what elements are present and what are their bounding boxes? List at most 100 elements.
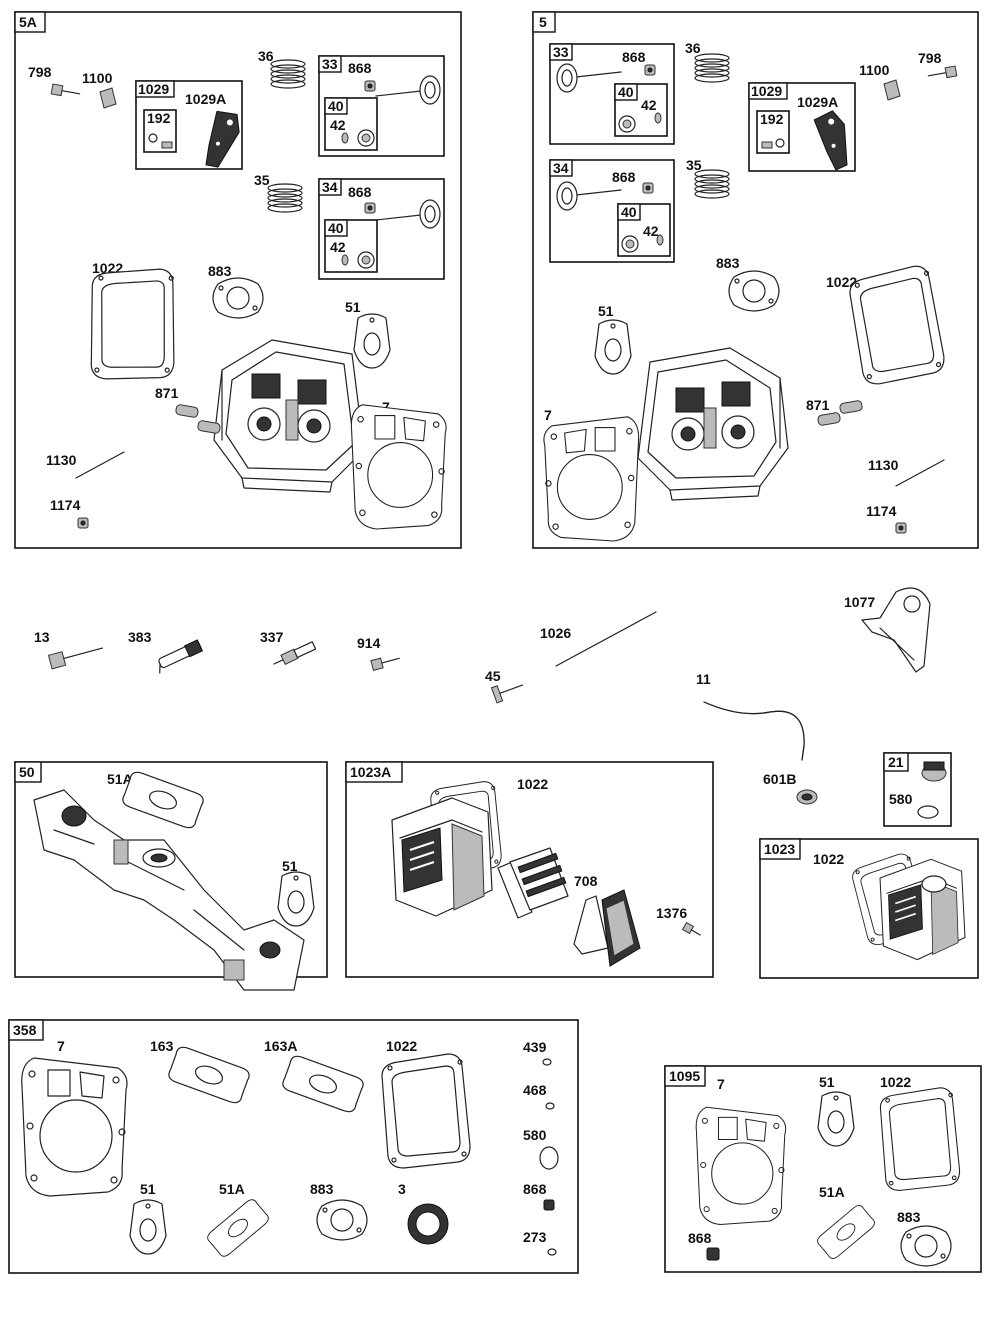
b-label-1174: 1174 [866, 503, 897, 519]
section-50-frame [14, 761, 328, 978]
label-580-section21: 580 [889, 791, 913, 807]
b-label-1100: 1100 [859, 62, 890, 78]
section-1023A: 1023A 1022 708 1376 [345, 761, 714, 978]
label-868-section1095: 868 [688, 1230, 712, 1246]
b-label-36: 36 [685, 40, 701, 56]
label-13: 13 [34, 629, 50, 645]
section-1095-frame [664, 1065, 982, 1273]
b-subassembly-1029-tag: 1029 [751, 83, 782, 99]
label-42-exhaust: 42 [330, 239, 346, 255]
label-708: 708 [574, 873, 598, 889]
label-1022-section1023: 1022 [813, 851, 844, 867]
section-1023A-frame [345, 761, 714, 978]
subassembly-40-tag: 40 [328, 98, 344, 114]
b-label-42: 42 [641, 97, 657, 113]
label-51A-section1095: 51A [819, 1184, 845, 1200]
b-label-42-exhaust: 42 [643, 223, 659, 239]
label-7: 7 [382, 399, 390, 415]
label-883: 883 [208, 263, 232, 279]
label-871: 871 [155, 385, 179, 401]
label-3: 3 [398, 1181, 406, 1197]
label-914: 914 [357, 635, 381, 651]
b-label-868: 868 [622, 49, 646, 65]
b-label-35: 35 [686, 157, 702, 173]
label-868-section358: 868 [523, 1181, 547, 1197]
label-51-section1095: 51 [819, 1074, 835, 1090]
label-7-section358: 7 [57, 1038, 65, 1054]
b-subassembly-33-tag: 33 [553, 44, 569, 60]
b-subassembly-192-tag: 192 [760, 111, 784, 127]
section-21-frame [883, 752, 952, 827]
b-subassembly-40-exhaust-tag: 40 [621, 204, 637, 220]
section-358: 358 7 163 163A 1022 439 468 580 868 273 … [8, 1019, 579, 1274]
b-label-883: 883 [716, 255, 740, 271]
section-1023A-title: 1023A [350, 764, 391, 780]
label-51A-section358: 51A [219, 1181, 245, 1197]
section-21-title: 21 [888, 754, 904, 770]
label-51: 51 [345, 299, 361, 315]
section-1023-title: 1023 [764, 841, 795, 857]
b-subassembly-40-tag: 40 [618, 84, 634, 100]
label-439: 439 [523, 1039, 547, 1055]
section-1095: 1095 7 51 1022 51A 883 868 [664, 1065, 982, 1273]
b-label-7: 7 [544, 407, 552, 423]
b-label-1130: 1130 [868, 457, 899, 473]
section-5-title: 5 [539, 14, 547, 30]
label-883-section358: 883 [310, 1181, 334, 1197]
subassembly-34-tag: 34 [322, 179, 338, 195]
section-5: 5 33 868 40 42 36 1100 798 1029 1029A 19… [532, 11, 979, 549]
section-1095-title: 1095 [669, 1068, 700, 1084]
subassembly-40-exhaust-tag: 40 [328, 220, 344, 236]
label-1077: 1077 [844, 594, 875, 610]
section-1023: 1023 1022 [759, 838, 979, 979]
label-11: 11 [696, 671, 711, 687]
label-1022-section1023A: 1022 [517, 776, 548, 792]
label-337: 337 [260, 629, 284, 645]
section-50-title: 50 [19, 764, 35, 780]
b-label-1029A: 1029A [797, 94, 838, 110]
label-51-section50: 51 [282, 858, 298, 874]
label-383: 383 [128, 629, 152, 645]
subassembly-192-tag: 192 [147, 110, 171, 126]
label-36: 36 [258, 48, 274, 64]
label-1022-section1095: 1022 [880, 1074, 911, 1090]
b-subassembly-34-tag: 34 [553, 160, 569, 176]
section-1023-frame [759, 838, 979, 979]
label-1174: 1174 [50, 497, 81, 513]
label-45: 45 [485, 668, 501, 684]
subassembly-33-tag: 33 [322, 56, 338, 72]
subassembly-1029-tag: 1029 [138, 81, 169, 97]
label-1026: 1026 [540, 625, 571, 641]
label-1100: 1100 [82, 70, 113, 86]
label-798: 798 [28, 64, 52, 80]
b-label-868-exhaust: 868 [612, 169, 636, 185]
label-468: 468 [523, 1082, 547, 1098]
label-273: 273 [523, 1229, 547, 1245]
label-883-section1095: 883 [897, 1209, 921, 1225]
b-label-1022: 1022 [826, 274, 857, 290]
section-5A-title: 5A [19, 14, 37, 30]
section-21: 21 580 [883, 752, 952, 827]
label-1022-section358: 1022 [386, 1038, 417, 1054]
b-label-871: 871 [806, 397, 830, 413]
label-1376: 1376 [656, 905, 687, 921]
label-163A: 163A [264, 1038, 297, 1054]
label-1130: 1130 [46, 452, 77, 468]
label-1029A: 1029A [185, 91, 226, 107]
label-163: 163 [150, 1038, 174, 1054]
section-5-frame [532, 11, 979, 549]
b-label-798: 798 [918, 50, 942, 66]
label-868: 868 [348, 60, 372, 76]
b-label-51: 51 [598, 303, 614, 319]
section-5A: 5A 798 1100 1029 1029A 192 36 33 868 40 … [14, 11, 462, 549]
section-358-frame [8, 1019, 579, 1274]
section-50: 50 51A 51 [14, 761, 328, 991]
label-42: 42 [330, 117, 346, 133]
label-51A-section50: 51A [107, 771, 133, 787]
label-580-section358: 580 [523, 1127, 547, 1143]
label-35: 35 [254, 172, 270, 188]
section-358-title: 358 [13, 1022, 37, 1038]
loose-parts: 13 383 337 914 1026 45 1077 11 601B [34, 587, 931, 805]
label-601B: 601B [763, 771, 796, 787]
